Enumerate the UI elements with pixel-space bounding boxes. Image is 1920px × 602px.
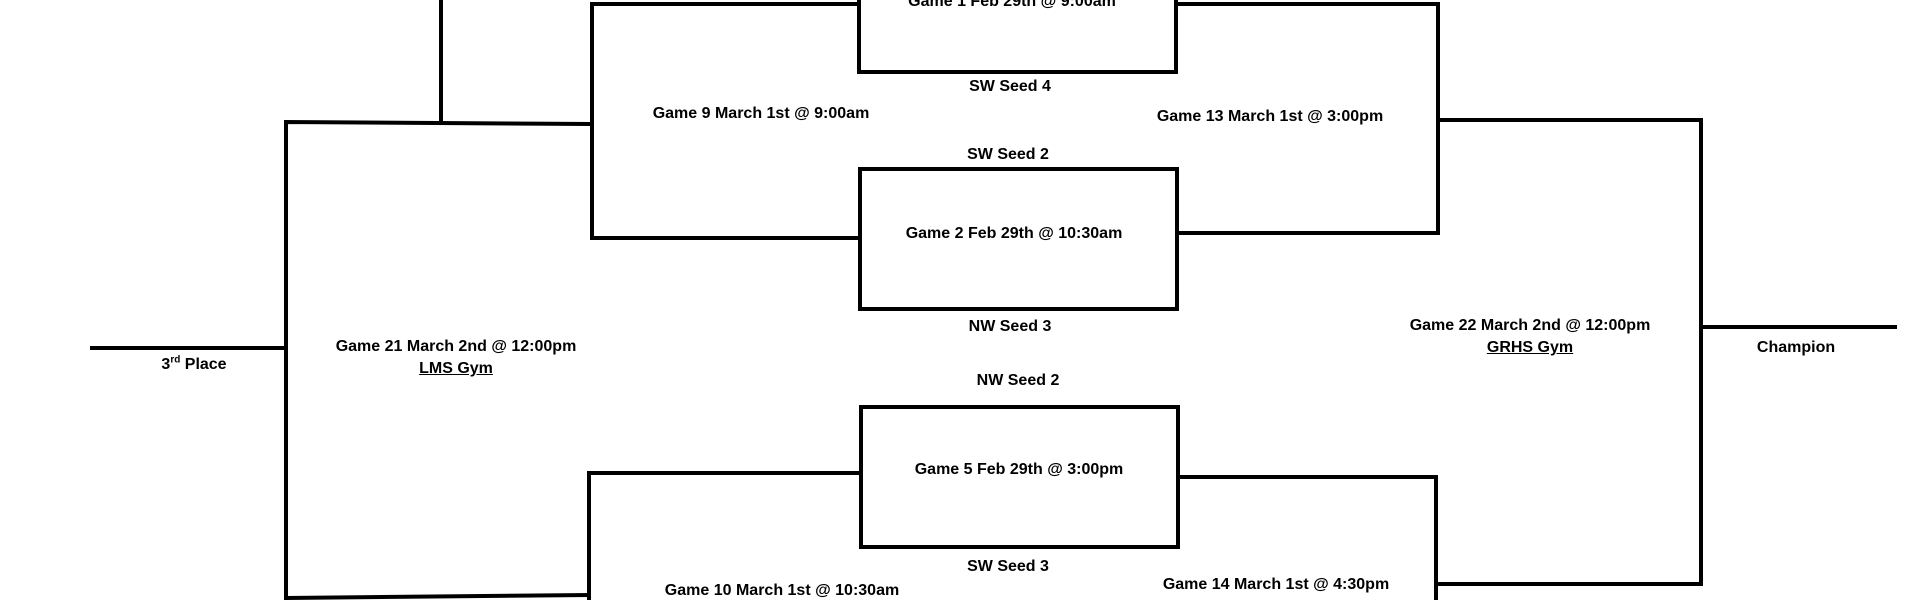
game-21-bottom-line [283,592,592,600]
game-21-title: Game 21 March 2nd @ 12:00pm [335,338,577,355]
game-10-bracket [587,471,863,600]
game-2-label: Game 2 Feb 29th @ 10:30am [905,225,1123,242]
game-1-label: Game 1 Feb 29th @ 9:00am [908,0,1116,10]
game-21-venue: LMS Gym [419,360,493,377]
game-9-bracket [590,2,861,240]
third-place-label: 3rd Place [161,354,227,373]
game-22-venue: GRHS Gym [1486,339,1574,356]
game-21-label: Game 21 March 2nd @ 12:00pm LMS Gym [336,336,577,380]
seed-nw3-label: NW Seed 3 [968,318,1052,335]
game-13-label: Game 13 March 1st @ 3:00pm [1156,108,1384,125]
seed-sw2-label: SW Seed 2 [967,146,1049,163]
game-22-title: Game 22 March 2nd @ 12:00pm [1409,317,1651,334]
game-22-bracket [1436,118,1703,586]
seed-sw3-label: SW Seed 3 [967,558,1049,575]
seed-nw2-label: NW Seed 2 [976,372,1060,389]
game-9-label: Game 9 March 1st @ 9:00am [652,105,870,122]
champion-label: Champion [1756,339,1836,356]
game-14-label: Game 14 March 1st @ 4:30pm [1162,576,1390,593]
game-1-box [857,0,1178,74]
game-10-label: Game 10 March 1st @ 10:30am [664,582,900,599]
seed-sw4-label: SW Seed 4 [969,78,1051,95]
game-5-label: Game 5 Feb 29th @ 3:00pm [914,461,1124,478]
game-22-label: Game 22 March 2nd @ 12:00pm GRHS Gym [1410,315,1651,359]
game-14-bracket [1176,475,1438,600]
game-21-bracket [284,119,593,600]
